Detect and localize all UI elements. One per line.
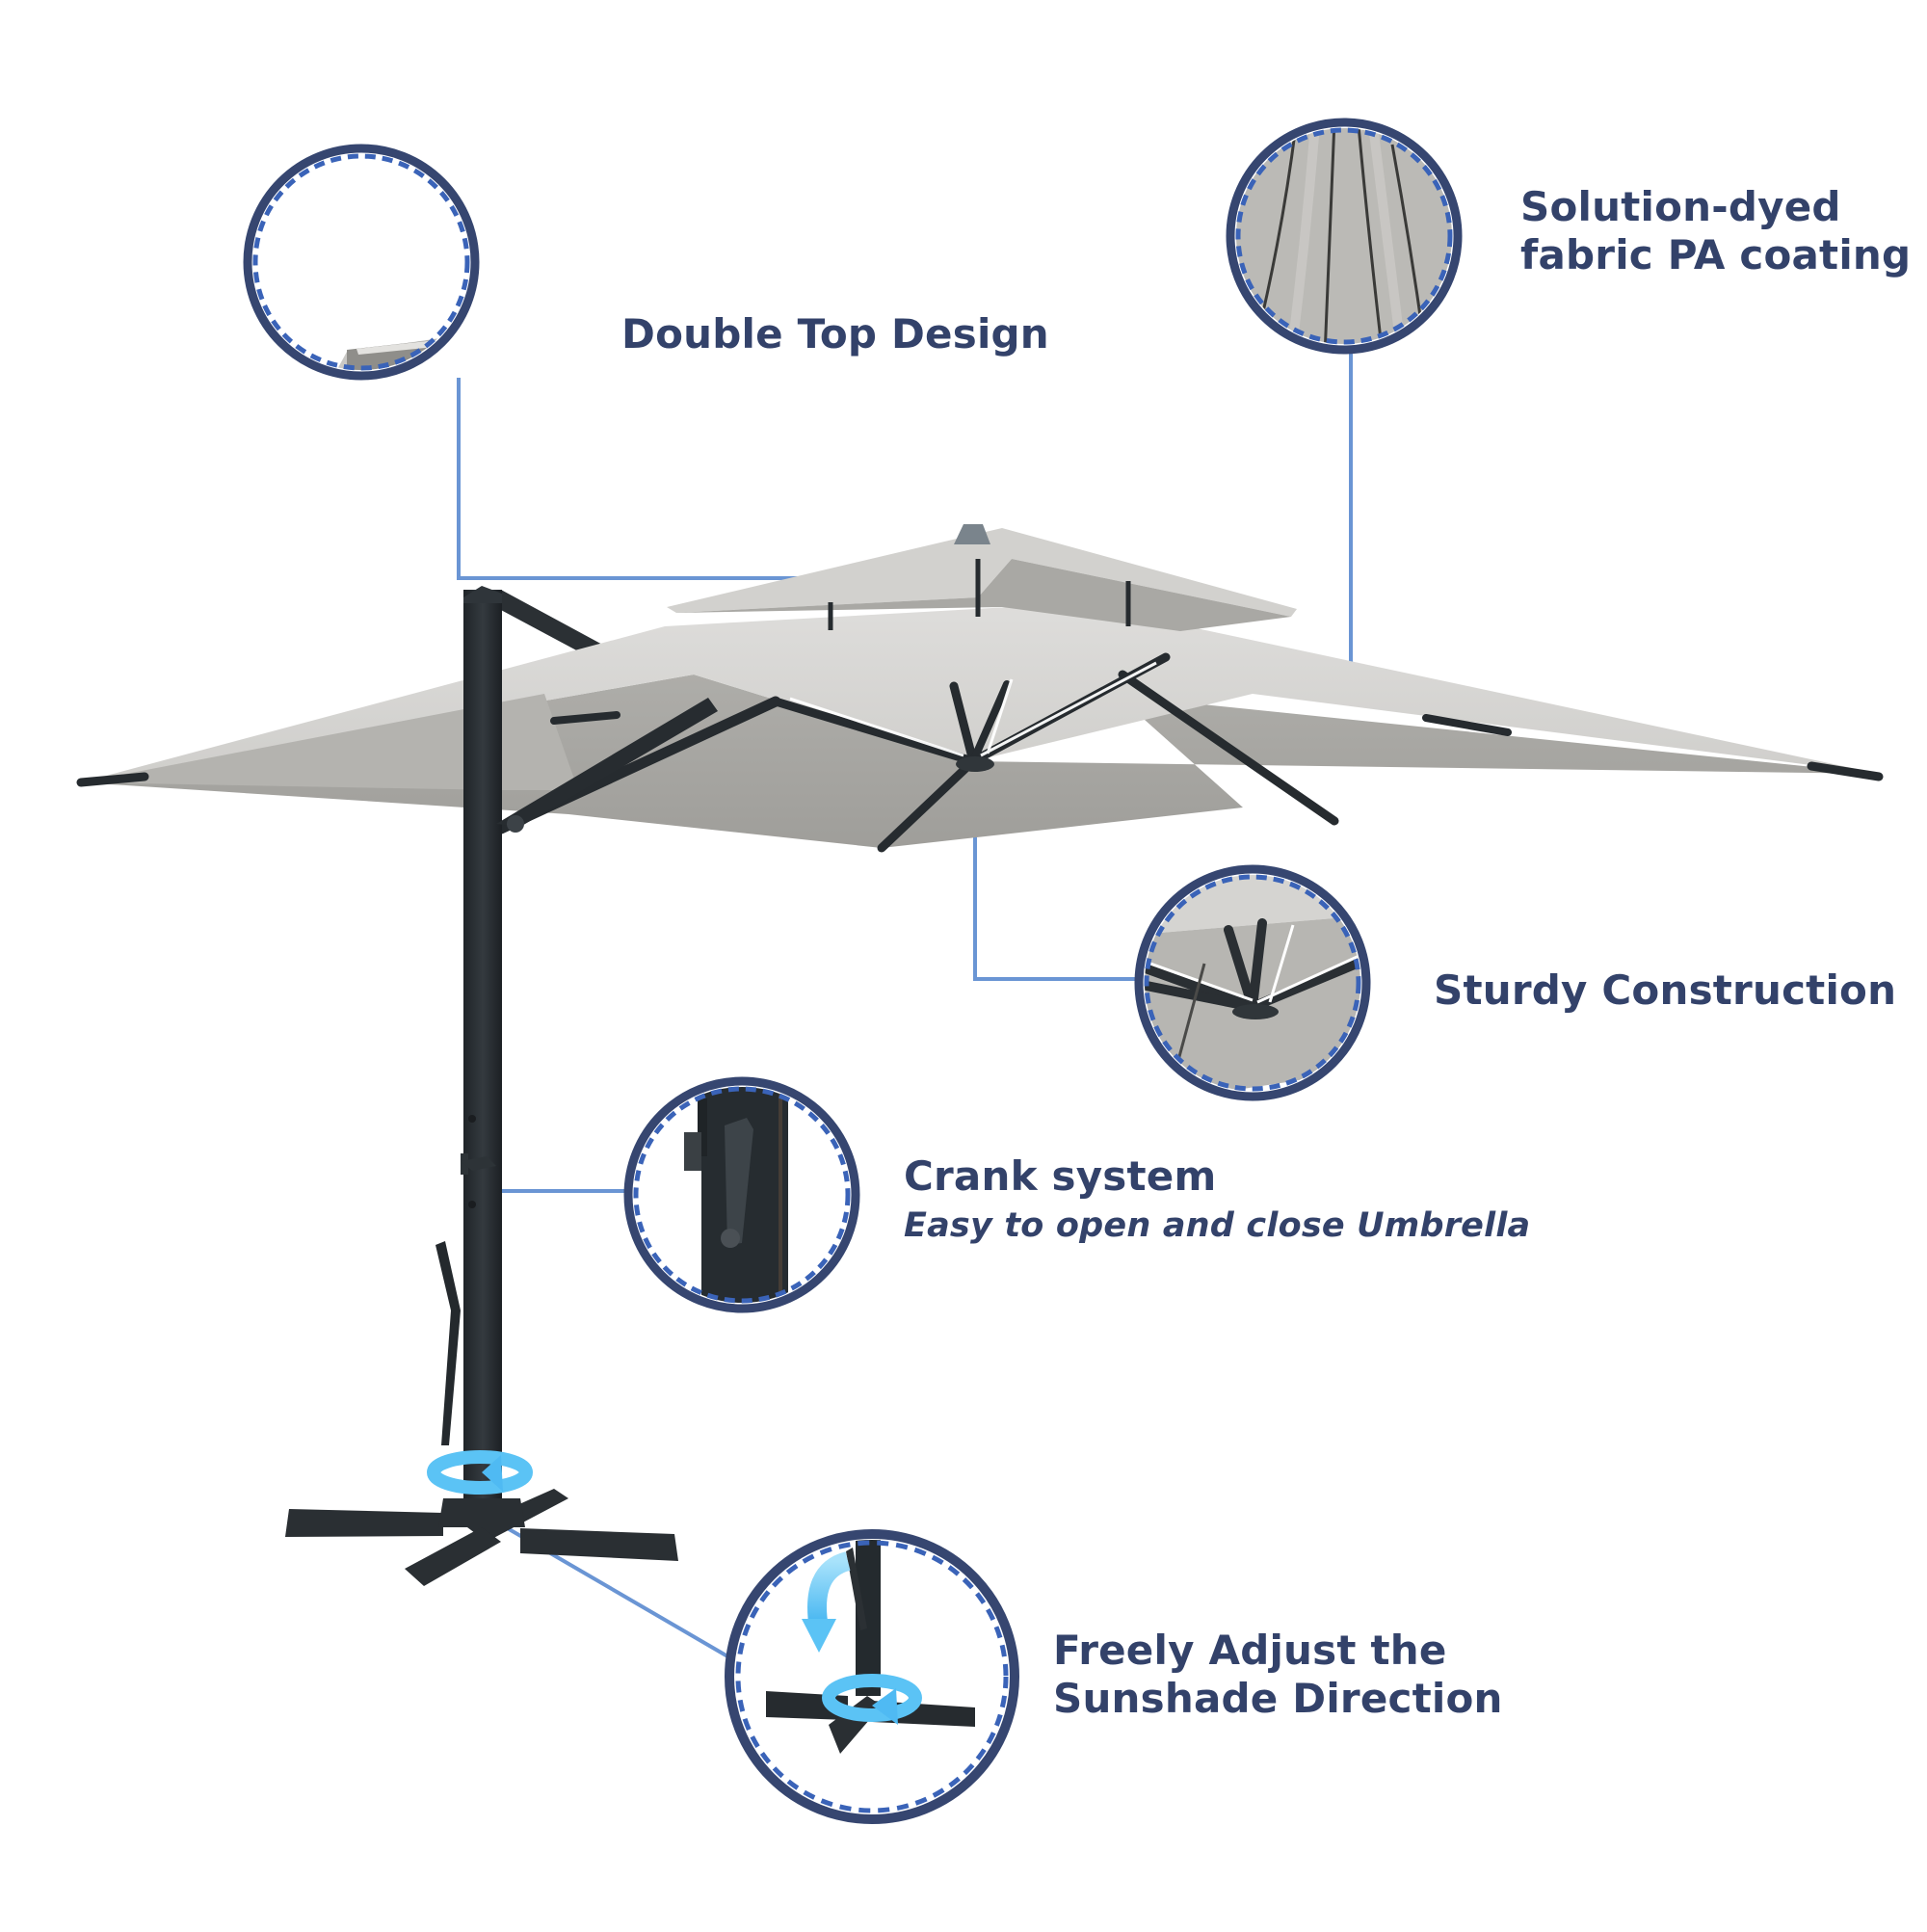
base-rotation-arrow [427, 1450, 533, 1495]
feature-label-rotation: Freely Adjust the Sunshade Direction [1053, 1627, 1503, 1722]
feature-label-fabric: Solution-dyed fabric PA coating [1520, 183, 1911, 278]
umbrella-illustration [76, 524, 1884, 1586]
main-pole [463, 590, 502, 1515]
feature-title: Double Top Design [621, 310, 1049, 357]
feature-label-crank: Crank system Easy to open and close Umbr… [904, 1152, 1530, 1246]
ring-crank [623, 1076, 860, 1313]
leader-double-top [457, 378, 949, 580]
ring-fabric [1226, 118, 1463, 355]
pole-top-cap [463, 586, 502, 603]
feature-label-double-top: Double Top Design [621, 310, 1049, 358]
double-top-canopy [667, 528, 1297, 617]
feature-title-line-2: fabric PA coating [1520, 230, 1912, 278]
leader-rotation [474, 1508, 731, 1659]
ring-rotation [725, 1529, 1019, 1824]
feature-title: Crank system [904, 1152, 1217, 1200]
double-top-underside [676, 559, 1291, 631]
led-strips [789, 661, 1157, 757]
crank-detail-image [634, 1087, 850, 1303]
canopy-left-panel [81, 694, 578, 790]
feature-title-line-1: Solution-dyed [1520, 183, 1841, 230]
pole-crank [461, 1115, 496, 1208]
vent-cap [954, 524, 990, 544]
canopy-top [81, 603, 1879, 782]
bubble-rings [243, 118, 1463, 1824]
canopy-hub [956, 756, 994, 772]
cross-base [285, 1489, 678, 1586]
feature-label-construction: Sturdy Construction [1434, 966, 1896, 1015]
feature-title: Sturdy Construction [1434, 966, 1897, 1014]
feature-title-line-2: Sunshade Direction [1053, 1674, 1503, 1722]
double-top-struts [828, 559, 1131, 630]
tilt-lever [436, 1241, 461, 1445]
ring-construction [1134, 864, 1371, 1101]
feature-title-line-1: Freely Adjust the [1053, 1627, 1447, 1674]
ring-double-top [243, 144, 480, 381]
lower-arm [496, 698, 718, 827]
feature-subtitle: Easy to open and close Umbrella [904, 1205, 1531, 1245]
rotation-detail-image [735, 1540, 1009, 1813]
